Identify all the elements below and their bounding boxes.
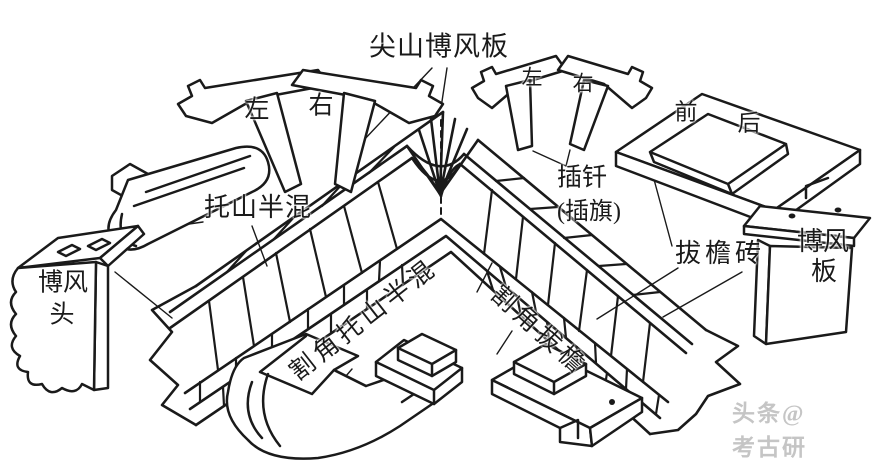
- watermark: 头条@考古研史: [732, 401, 807, 460]
- leader-chaqian-right: [565, 149, 571, 167]
- label-bayan-zhuan: 拔檐砖: [674, 239, 766, 268]
- gable-structure: [148, 110, 742, 436]
- slot-b: [86, 237, 112, 252]
- leader-gejiao-bayan-upper: [476, 262, 493, 293]
- piece-tuoshan-banhun: [107, 145, 271, 251]
- slab-edge: [374, 360, 464, 406]
- label-peak-board: 尖山博风板: [369, 31, 509, 62]
- flange-front: [742, 224, 856, 248]
- plate-front: [764, 244, 854, 346]
- course-line-4: [183, 217, 670, 404]
- peak-fan-lines: [405, 110, 480, 196]
- bar: [176, 68, 331, 125]
- stem: [504, 78, 534, 152]
- right-jagged-end: [648, 328, 742, 436]
- hole: [609, 399, 615, 405]
- leader-slab-to-bayan-label: [651, 171, 673, 247]
- label-front: 前: [674, 99, 698, 125]
- bar: [556, 54, 654, 110]
- leader-gejiao-bayan-lower: [496, 330, 513, 355]
- slot-a: [56, 243, 82, 258]
- piece-bofeng-tou: [9, 224, 146, 394]
- label-bofeng-tou-line2: 头: [49, 301, 75, 329]
- piece-gejiao-bayan: [490, 342, 644, 448]
- leader-tuoshan-to-slope: [251, 225, 268, 267]
- board-side: [98, 224, 146, 268]
- label-right-pair-right: 右: [572, 71, 594, 96]
- hole-right: [834, 207, 842, 213]
- piece-peak-board-left: [176, 68, 331, 194]
- front-step: [558, 418, 580, 440]
- box-right: [588, 396, 644, 448]
- label-chaqian-line2: (插旗): [557, 199, 621, 225]
- piece-gejiao-tuoshan: [225, 332, 448, 460]
- label-tuoshan-banhun: 托山半混: [203, 193, 313, 222]
- stem: [568, 78, 610, 152]
- top-surface-ticks: [225, 145, 662, 297]
- leader-peak-board-to-apex: [440, 67, 448, 109]
- trench: [648, 112, 830, 200]
- bar: [290, 68, 445, 125]
- label-bofeng-tou-line1: 博风: [37, 269, 89, 297]
- peak-corner-arcs: [405, 144, 466, 182]
- label-left-pair-left: 左: [244, 96, 270, 124]
- label-back: 后: [737, 110, 761, 136]
- piece-chaqian-left: [470, 54, 568, 152]
- piece-stepped-brick: [374, 332, 464, 406]
- left-top-band-line: [168, 144, 409, 314]
- leader-bayan-to-course-a: [596, 267, 679, 320]
- leader-chaqian-left: [532, 150, 567, 167]
- label-bofeng-ban-line1: 博风: [796, 227, 850, 256]
- left-ridge-line: [194, 110, 445, 288]
- leader-bofengtou-to-end: [114, 271, 173, 319]
- outline: [225, 332, 448, 460]
- inner-lines: [246, 334, 422, 448]
- left-jagged-end: [148, 284, 198, 427]
- cloud-plate: [9, 260, 98, 394]
- component-pieces: [9, 54, 872, 460]
- block-edge: [396, 346, 458, 378]
- label-right-pair-left: 左: [521, 65, 543, 90]
- piece-peak-board-right: [290, 68, 445, 194]
- piece-bofeng-ban: [742, 204, 872, 346]
- piece-chaqian-right: [556, 54, 654, 152]
- label-bofeng-ban-line2: 板: [810, 257, 838, 286]
- stem: [244, 91, 303, 194]
- upper-block: [396, 332, 458, 378]
- top-block: [512, 342, 588, 396]
- label-left-pair-right: 右: [308, 92, 334, 120]
- block-edge: [512, 360, 588, 396]
- label-chaqian-line1: 插钎: [556, 164, 608, 192]
- leader-bayan-to-course-b: [662, 271, 743, 318]
- stem: [333, 91, 377, 194]
- hole-left: [788, 213, 796, 219]
- right-top-band-line: [462, 152, 694, 346]
